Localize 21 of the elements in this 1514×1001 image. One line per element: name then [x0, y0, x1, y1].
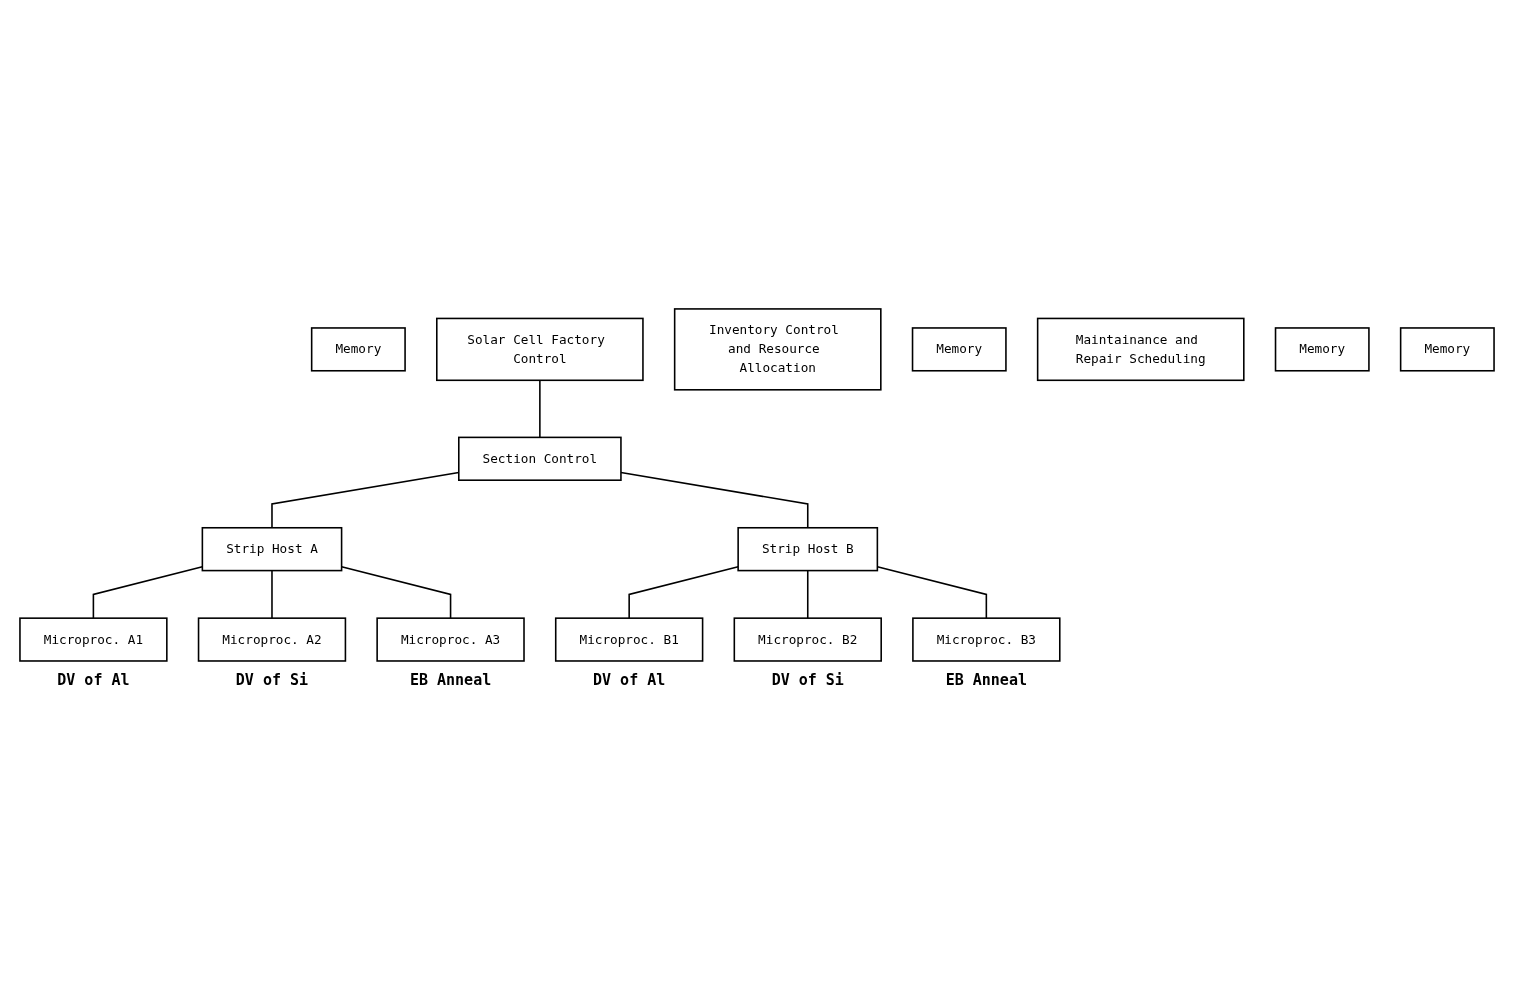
connector — [539, 379, 541, 438]
node-box: Inventory Control and Resource Allocation — [673, 307, 882, 391]
connector — [628, 565, 739, 619]
node-box: Microproc. B2 — [733, 617, 882, 662]
node-box: Microproc. A1 — [19, 617, 168, 662]
node-box: Strip Host B — [737, 526, 879, 572]
node-box: Microproc. A3 — [376, 617, 525, 662]
node-box: Memory — [1399, 326, 1495, 372]
node-box: Microproc. B1 — [554, 617, 704, 662]
node-box: Strip Host A — [201, 526, 343, 572]
node-box: Microproc. B3 — [912, 617, 1061, 662]
node-box: Memory — [1274, 326, 1370, 372]
node-box: Memory — [911, 326, 1007, 372]
connector — [620, 471, 809, 529]
node-box: Solar Cell Factory Control — [436, 317, 644, 381]
node-box: Memory — [310, 326, 406, 372]
connector — [271, 569, 273, 619]
node-box: Maintainance and Repair Scheduling — [1036, 317, 1245, 381]
connector — [806, 569, 809, 619]
node-box: Section Control — [458, 436, 622, 481]
node-box: Microproc. A2 — [197, 617, 347, 662]
